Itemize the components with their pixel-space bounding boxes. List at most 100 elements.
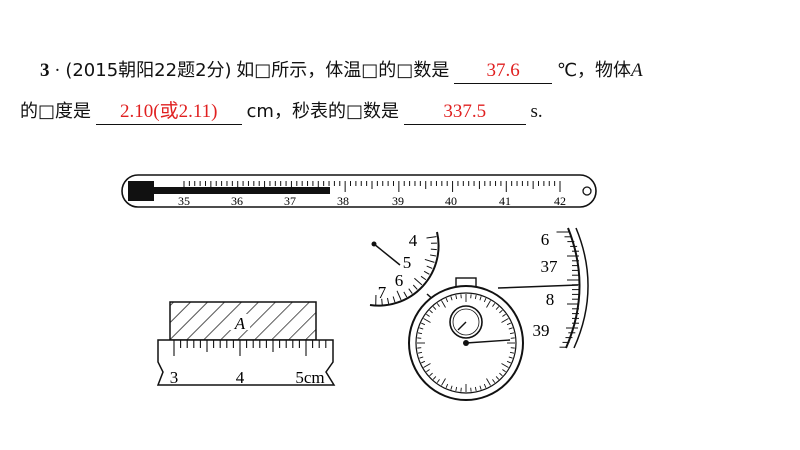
thermometer-body xyxy=(121,174,597,208)
stopwatch-tick xyxy=(495,376,500,380)
stopwatch-tick xyxy=(492,379,496,383)
stopwatch-tick xyxy=(450,296,453,301)
answer-blank-thermometer: 37.6 xyxy=(454,61,553,84)
answer-blank-length: 2.10(或2.11) xyxy=(95,102,242,125)
thermo-label-42: 42 xyxy=(554,194,566,208)
thermometer: 35 36 37 38 39 40 41 42 xyxy=(121,174,597,208)
stopwatch-tick xyxy=(421,322,426,326)
second-label-37: 37 xyxy=(541,257,559,276)
second-dial-pointer xyxy=(497,284,579,289)
question-dot: · xyxy=(54,60,61,81)
minute-dial-tick xyxy=(414,277,423,286)
minute-label-4: 4 xyxy=(409,231,418,250)
stopwatch-tick xyxy=(445,383,449,388)
stopwatch-tick xyxy=(423,363,431,368)
minute-dial-pointer xyxy=(373,243,401,266)
stopwatch-tick xyxy=(432,376,437,380)
minute-dial-tick xyxy=(408,288,413,294)
minute-dial-tick xyxy=(403,291,408,298)
stopwatch-tick xyxy=(479,296,482,301)
stopwatch-tick xyxy=(441,300,446,308)
question-intro: 如□所示，体温□的□数是 xyxy=(236,60,450,81)
question-number: 3 xyxy=(40,60,50,81)
stopwatch-tick xyxy=(509,351,515,354)
stopwatch-tick xyxy=(495,306,500,310)
stopwatch-tick xyxy=(429,309,433,314)
stopwatch-tick xyxy=(450,385,453,390)
minute-dial-tick xyxy=(423,270,430,275)
stopwatch-minute-hand xyxy=(457,321,467,331)
second-label-6: 6 xyxy=(541,230,550,249)
minute-dial-tick xyxy=(424,258,435,263)
thermo-label-37: 37 xyxy=(284,194,296,208)
stopwatch-tick xyxy=(508,356,513,359)
stopwatch-tick xyxy=(502,369,506,373)
block-a-label: A xyxy=(234,314,246,333)
stopwatch-tick xyxy=(455,386,458,392)
thermometer-ticks xyxy=(183,181,561,192)
stopwatch-tick xyxy=(426,313,430,317)
ruler-body xyxy=(156,339,336,386)
second-dial-arc-inner xyxy=(573,227,589,349)
ruler-ticks xyxy=(173,340,327,356)
stopwatch-tick xyxy=(474,294,477,300)
unit-seconds: s. xyxy=(530,101,543,122)
stopwatch-tick xyxy=(499,309,503,314)
thermometer-bulb xyxy=(128,181,154,201)
stopwatch-ticks xyxy=(417,294,515,392)
stopwatch-tick xyxy=(506,360,511,364)
answer-blank-stopwatch: 337.5 xyxy=(403,102,526,125)
stopwatch-tick xyxy=(417,351,423,354)
second-label-39: 39 xyxy=(533,321,550,340)
stopwatch-prompt: cm，秒表的□数是 xyxy=(246,101,399,122)
minute-dial-tick xyxy=(412,284,418,290)
minute-dial-tick xyxy=(420,275,427,281)
stopwatch-tick xyxy=(436,303,440,307)
second-dial-ticks xyxy=(556,231,579,348)
stopwatch-minute-subdial-inner xyxy=(452,308,480,336)
thermometer-column xyxy=(150,187,330,194)
thermo-label-41: 41 xyxy=(499,194,511,208)
stopwatch-tick xyxy=(479,385,482,390)
stopwatch-tick xyxy=(419,327,424,330)
thermometer-end xyxy=(582,186,592,196)
minute-dial-tick xyxy=(381,298,383,305)
stopwatch-tick xyxy=(436,379,440,383)
stopwatch-tick xyxy=(501,318,509,323)
stopwatch-tick xyxy=(445,298,449,303)
ruler-label-3: 3 xyxy=(170,368,179,387)
stopwatch-tick xyxy=(417,332,423,335)
stopwatch-tick xyxy=(486,300,491,308)
length-prompt: 的□度是 xyxy=(20,101,92,122)
stopwatch-tick xyxy=(429,372,433,377)
minute-dial-tick xyxy=(386,297,390,304)
stopwatch-tick xyxy=(426,369,430,373)
block-a-label-bg xyxy=(230,314,250,330)
question-source: (2015朝阳22题2分) xyxy=(65,60,232,81)
unit-celsius: ℃，物体 xyxy=(556,60,632,81)
stopwatch: 4 5 6 7 6 37 8 39 xyxy=(369,227,589,401)
second-label-8: 8 xyxy=(546,290,555,309)
minute-dial-tick xyxy=(396,290,402,301)
stopwatch-tick xyxy=(502,313,506,317)
minute-label-5: 5 xyxy=(403,253,412,272)
thermometer-labels: 35 36 37 38 39 40 41 42 xyxy=(178,194,566,208)
question-line-1: 3 · (2015朝阳22题2分) 如□所示，体温□的□数是 37.6 ℃，物体… xyxy=(40,56,643,84)
question-line-2: 的□度是 2.10(或2.11) cm，秒表的□数是 337.5 s. xyxy=(20,97,543,125)
object-label: A xyxy=(631,60,643,81)
stopwatch-tick xyxy=(509,332,515,335)
ruler-label-4: 4 xyxy=(236,368,245,387)
stopwatch-tick xyxy=(432,306,437,310)
minute-dial-arc xyxy=(369,231,440,307)
thermo-label-40: 40 xyxy=(445,194,457,208)
stopwatch-tick xyxy=(506,322,511,326)
stopwatch-second-hand xyxy=(465,339,511,344)
thermo-label-35: 35 xyxy=(178,194,190,208)
stopwatch-tick xyxy=(441,378,446,386)
minute-dial-ticks xyxy=(375,236,437,305)
stopwatch-tick xyxy=(483,298,487,303)
thermo-label-39: 39 xyxy=(392,194,404,208)
stopwatch-tick xyxy=(455,294,458,300)
ruler-label-5cm: 5cm xyxy=(295,368,324,387)
